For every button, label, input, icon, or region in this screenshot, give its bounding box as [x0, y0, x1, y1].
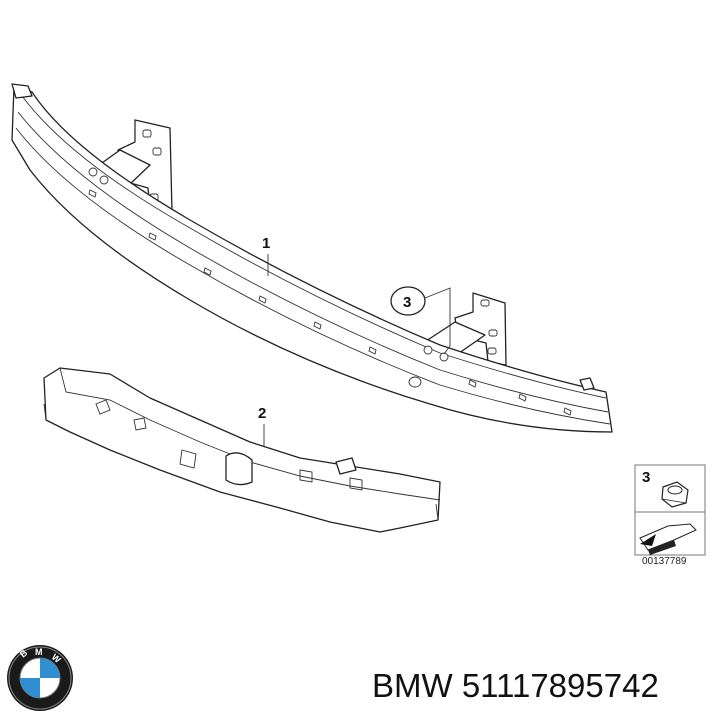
svg-text:M: M	[35, 647, 43, 657]
nut-left	[88, 167, 109, 185]
arrow-icon	[639, 523, 697, 555]
callout-1: 1	[262, 235, 270, 276]
drawing-code: 00137789	[642, 556, 687, 567]
svg-text:B: B	[18, 647, 30, 659]
bumper-carrier	[11, 83, 613, 433]
bmw-logo: B M W	[7, 645, 73, 711]
callout-3: 3	[390, 286, 451, 355]
legend-box: 3	[634, 464, 706, 556]
nut-right	[423, 345, 449, 362]
callout-label-2: 2	[258, 405, 266, 422]
callout-label-3: 3	[403, 294, 411, 311]
hex-nut-icon	[661, 481, 689, 508]
legend-item-label: 3	[642, 469, 650, 486]
impact-absorber	[43, 367, 441, 533]
callout-2: 2	[258, 405, 266, 446]
callout-label-1: 1	[262, 235, 270, 252]
brand-part-number: BMW 51117895742	[372, 667, 659, 704]
